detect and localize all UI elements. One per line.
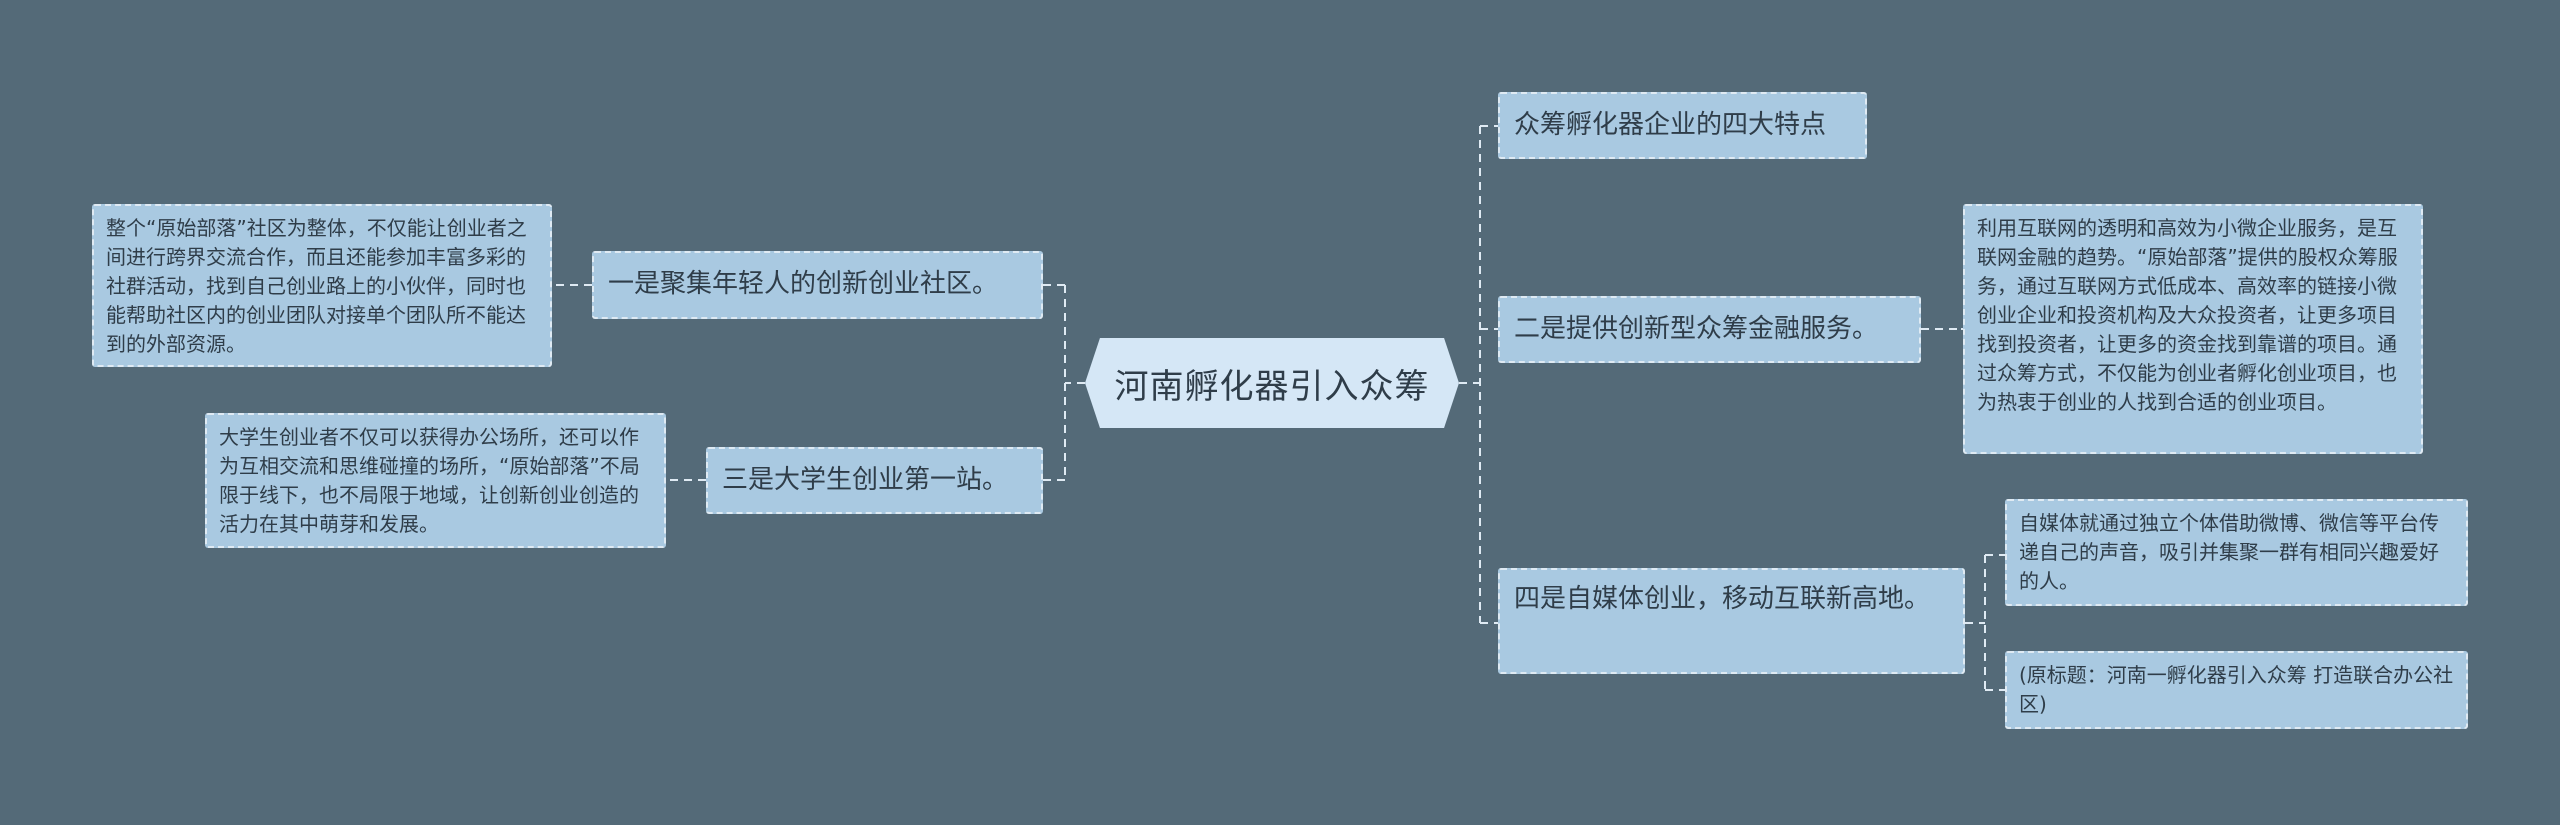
left-detail-2[interactable]: 大学生创业者不仅可以获得办公场所，还可以作为互相交流和思维碰撞的场所，“原始部落… <box>205 413 666 548</box>
right-detail-2-text: 利用互联网的透明和高效为小微企业服务，是互联网金融的趋势。“原始部落”提供的股权… <box>1977 216 2398 414</box>
left-branch-2-label: 三是大学生创业第一站。 <box>722 464 1009 495</box>
left-branch-1-label: 一是聚集年轻人的创新创业社区。 <box>608 269 999 300</box>
left-branch-2[interactable]: 三是大学生创业第一站。 <box>706 447 1043 514</box>
right-branch-2-label: 二是提供创新型众筹金融服务。 <box>1514 313 1879 344</box>
left-branch-1[interactable]: 一是聚集年轻人的创新创业社区。 <box>592 251 1043 319</box>
right-branch-1-label: 众筹孵化器企业的四大特点 <box>1514 109 1827 140</box>
left-detail-1-text: 整个“原始部落”社区为整体，不仅能让创业者之间进行跨界交流合作，而且还能参加丰富… <box>106 216 527 356</box>
right-detail-3a-text: 自媒体就通过独立个体借助微博、微信等平台传递自己的声音，吸引并集聚一群有相同兴趣… <box>2019 511 2439 593</box>
right-detail-3a[interactable]: 自媒体就通过独立个体借助微博、微信等平台传递自己的声音，吸引并集聚一群有相同兴趣… <box>2005 499 2468 606</box>
right-detail-3b[interactable]: (原标题：河南一孵化器引入众筹 打造联合办公社区) <box>2005 651 2468 729</box>
left-detail-2-text: 大学生创业者不仅可以获得办公场所，还可以作为互相交流和思维碰撞的场所，“原始部落… <box>219 425 640 536</box>
root-topic[interactable]: 河南孵化器引入众筹 <box>1085 338 1459 428</box>
right-branch-2[interactable]: 二是提供创新型众筹金融服务。 <box>1498 296 1921 363</box>
root-title: 河南孵化器引入众筹 <box>1114 366 1430 407</box>
right-branch-1[interactable]: 众筹孵化器企业的四大特点 <box>1498 92 1867 159</box>
right-detail-3b-text: (原标题：河南一孵化器引入众筹 打造联合办公社区) <box>2019 663 2454 716</box>
right-branch-3-label: 四是自媒体创业，移动互联新高地。 <box>1514 584 1931 614</box>
right-detail-2[interactable]: 利用互联网的透明和高效为小微企业服务，是互联网金融的趋势。“原始部落”提供的股权… <box>1963 204 2423 454</box>
right-branch-3[interactable]: 四是自媒体创业，移动互联新高地。 <box>1498 568 1965 674</box>
left-detail-1[interactable]: 整个“原始部落”社区为整体，不仅能让创业者之间进行跨界交流合作，而且还能参加丰富… <box>92 204 552 367</box>
